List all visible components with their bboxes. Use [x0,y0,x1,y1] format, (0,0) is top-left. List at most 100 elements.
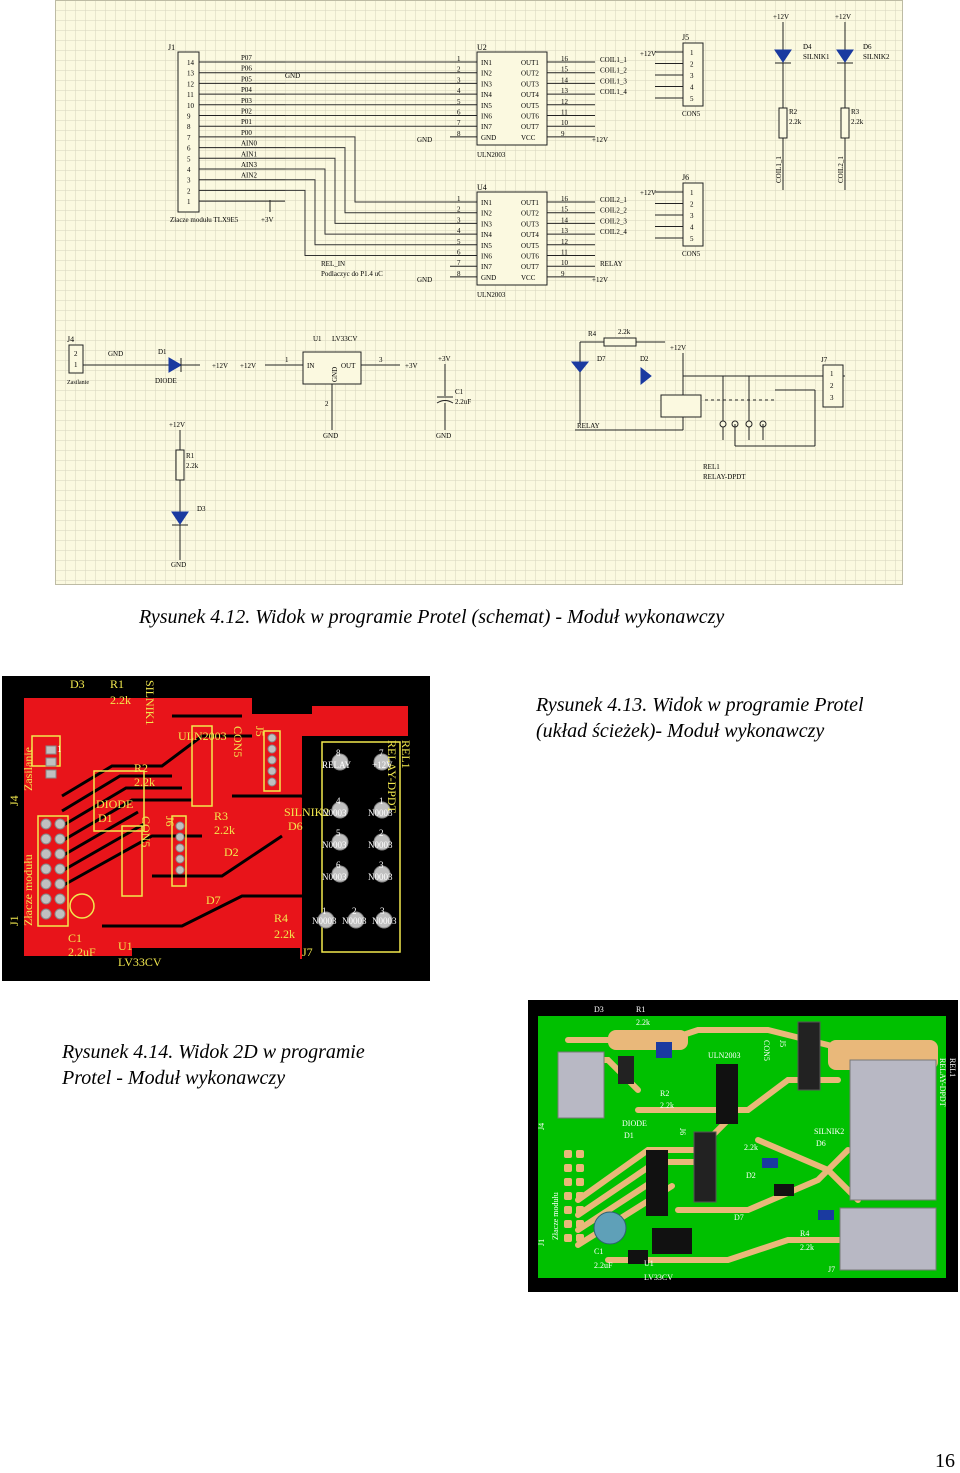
bus-wire [285,157,450,224]
svg-text:GND: GND [323,432,338,440]
svg-text:+12V: +12V [835,13,851,21]
j1-pin-number: 13 [187,70,195,78]
uln-left-pin: 5 [457,238,461,246]
uln-input-label: IN6 [481,253,492,261]
svg-text:CON5: CON5 [139,816,153,847]
j1-pin-number: 3 [187,177,191,185]
svg-text:R1: R1 [186,452,195,460]
j1-3v: +3V [261,216,274,224]
uln-input-label: IN3 [481,80,492,88]
svg-text:N0003: N0003 [368,872,393,882]
uln-left-pin: 4 [457,87,461,95]
svg-text:GND: GND [417,276,432,284]
svg-text:J6: J6 [678,1128,687,1135]
smd-pad [45,757,57,767]
relay-pad [331,801,349,819]
svg-text:U1: U1 [644,1259,654,1268]
svg-text:D3: D3 [197,505,206,513]
pcb-2d-svg: D3 R1 2.2k ULN2003 CON5 J5 REL1 RELAY-DP… [528,1000,958,1292]
uln-output-label: OUT1 [521,59,539,67]
svg-text:J7: J7 [302,945,313,959]
svg-text:2.2uF: 2.2uF [455,398,471,406]
smd-pad [45,745,57,755]
pcb-pad [267,766,277,776]
svg-text:8: 8 [336,748,341,758]
svg-text:2.2uF: 2.2uF [68,945,96,959]
uln-output-label: OUT6 [521,113,539,121]
svg-text:REL1: REL1 [703,463,720,471]
svg-text:2: 2 [74,350,78,358]
j1-net-label: P07 [241,54,252,62]
coil2-net: COIL2_3 [600,217,627,225]
figure2-caption-line2: (układ ścieżek)- Moduł wykonawczy [536,720,825,742]
figure2-caption: Rysunek 4.13. Widok w programie Protel (… [536,692,864,744]
svg-text:2.2k: 2.2k [789,118,802,126]
svg-text:+12V: +12V [640,189,656,197]
svg-text:2.2k: 2.2k [214,823,235,837]
svg-text:R4: R4 [588,330,597,338]
svg-text:J6: J6 [163,816,177,827]
svg-text:C1: C1 [68,931,82,945]
pcb2d-pad [564,1220,572,1228]
svg-text:CON5: CON5 [762,1040,771,1061]
svg-text:+12V: +12V [773,13,789,21]
pcb-pad [40,878,52,890]
j1-net-label: AIN3 [241,161,257,169]
j1-pin-number: 1 [187,198,191,206]
pcb2d-pad [576,1220,584,1228]
schematic-drawing: J1 14P0713P0612P0511P0410P039P028P017P00… [67,13,890,569]
svg-text:J7: J7 [828,1265,835,1274]
svg-text:D6: D6 [863,43,872,51]
uln-input-label: IN5 [481,242,492,250]
relay-pad [373,801,391,819]
svg-text:RELAY: RELAY [577,422,600,430]
pcb-pad [40,893,52,905]
svg-text:+12V: +12V [169,421,185,429]
svg-text:+12V: +12V [212,362,228,370]
pcb-pad [54,908,66,920]
svg-text:R3: R3 [214,809,228,823]
svg-text:1: 1 [74,361,78,369]
uln-input-label: GND [481,274,496,282]
uln-input-label: IN4 [481,231,492,239]
coil1-net: COIL1_4 [600,88,627,96]
svg-text:+12V: +12V [592,276,608,284]
pcb-pad [267,733,277,743]
svg-text:3: 3 [379,860,384,870]
svg-text:2.2k: 2.2k [110,693,131,707]
j1-net-label: AIN2 [241,172,257,180]
svg-text:Złacze modułu: Złacze modułu [551,1192,560,1240]
pcb2d-pad [564,1150,572,1158]
con-pin-number: 5 [690,235,694,243]
pcb2d-pad [564,1192,572,1200]
svg-text:D2: D2 [640,355,649,363]
j1-label: J1 [168,43,175,52]
pcb2d-pad [576,1178,584,1186]
uln-input-label: IN7 [481,123,492,131]
uln-right-pin: 16 [561,195,569,203]
svg-text:SILNIK1: SILNIK1 [143,680,157,725]
con-pin-number: 2 [690,61,694,69]
svg-text:R2: R2 [789,108,798,116]
j1-net-label: P06 [241,65,252,73]
pcb-pad [267,777,277,787]
relay-net: RELAY [600,260,623,268]
con-pin-number: 1 [690,189,694,197]
uln-output-label: OUT2 [521,210,539,218]
svg-text:SILNIK2: SILNIK2 [814,1127,844,1136]
svg-text:D4: D4 [803,43,812,51]
uln-output-label: OUT2 [521,70,539,78]
svg-text:R2: R2 [134,761,148,775]
uln-input-label: GND [481,134,496,142]
figure3-caption-line2: Protel - Moduł wykonawczy [62,1067,286,1089]
svg-text:GND: GND [436,432,451,440]
pcb-pad [40,833,52,845]
schematic-svg: J1 14P0713P0612P0511P0410P039P028P017P00… [55,0,903,585]
svg-text:2.2k: 2.2k [636,1018,650,1027]
coil1-net: COIL1_1 [600,56,627,64]
svg-text:OUT: OUT [341,362,356,370]
uln-input-label: IN5 [481,102,492,110]
uln-right-pin: 13 [561,87,569,95]
bus-wire [285,189,450,256]
uln-right-pin: 11 [561,109,568,117]
